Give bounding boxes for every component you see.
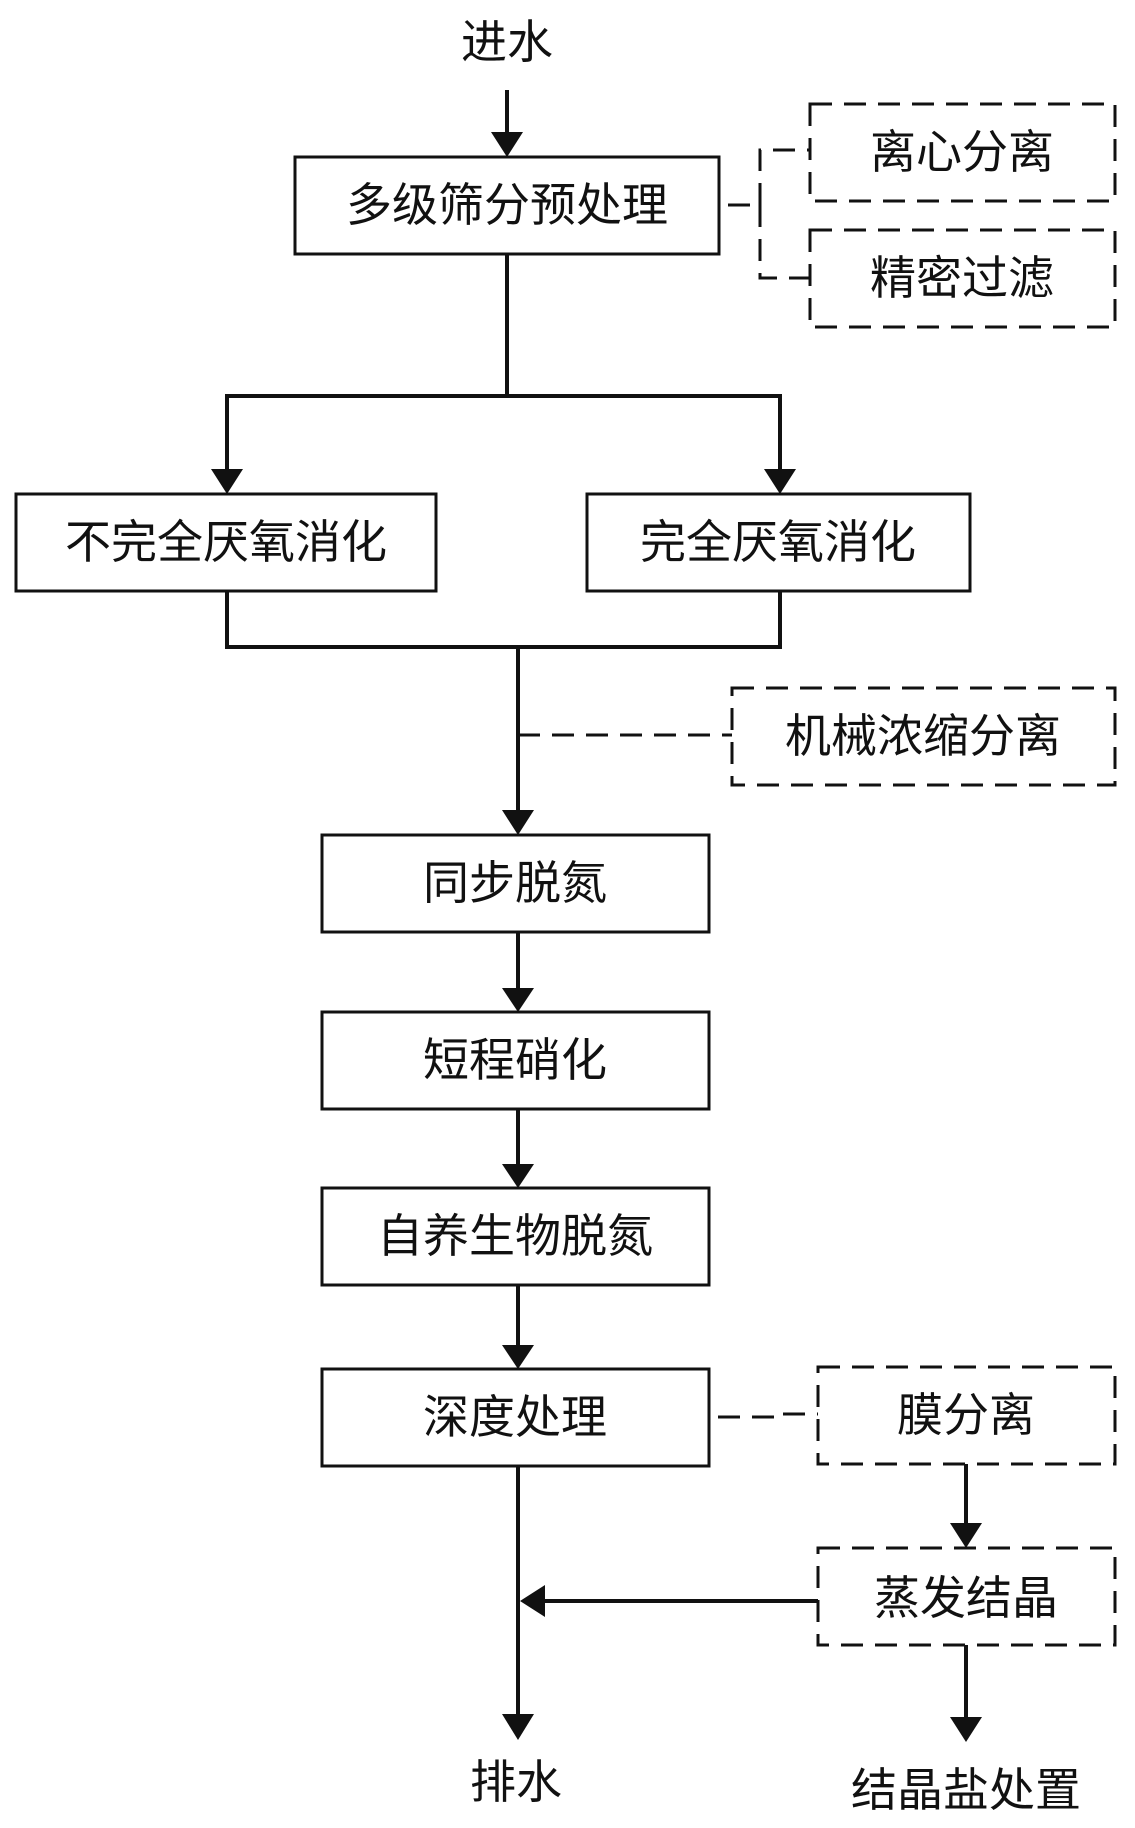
arrowhead-evaporation-to-salt [950,1717,982,1742]
label-complete-digestion: 完全厌氧消化 [640,515,916,569]
label-precision-filtration: 精密过滤 [870,251,1054,305]
box-membrane-separation [816,1365,1117,1466]
box-step-3 [320,1186,711,1287]
box-centrifugal-separation [808,102,1117,203]
arrowhead-membrane-to-evaporation [950,1523,982,1548]
label-incomplete-digestion: 不完全厌氧消化 [65,515,387,569]
label-step-2: 短程硝化 [423,1033,607,1087]
label-step-4: 深度处理 [423,1390,607,1444]
label-outlet: 排水 [470,1755,562,1809]
box-step-1 [320,833,711,934]
arrowhead-to-complete [764,469,796,494]
label-membrane-separation: 膜分离 [897,1388,1035,1442]
label-salt-disposal: 结晶盐处置 [851,1763,1081,1817]
connector-pretreatment-options [728,148,810,280]
label-evaporation-crystallization: 蒸发结晶 [874,1571,1058,1625]
arrowhead-inlet [491,132,523,157]
box-mechanical-separation [730,686,1117,787]
arrowhead-to-denitrification [502,810,534,835]
arrowhead-evaporation-to-outlet-line [520,1585,545,1617]
label-pretreatment: 多级筛分预处理 [346,178,668,232]
label-inlet: 进水 [461,15,553,69]
label-centrifugal-separation: 离心分离 [870,125,1054,179]
arrowhead-step-3-4 [502,1345,534,1369]
arrowhead-step-2-3 [502,1164,534,1188]
box-step-4 [320,1367,711,1468]
connector-membrane [718,1412,818,1419]
arrowhead-outlet [502,1714,534,1740]
arrowhead-to-incomplete [211,469,243,494]
label-mechanical-separation: 机械浓缩分离 [785,709,1061,763]
label-step-1: 同步脱氮 [423,856,607,910]
arrowhead-step-1-2 [502,988,534,1012]
label-step-3: 自养生物脱氮 [377,1209,653,1263]
box-step-2 [320,1010,711,1111]
box-evaporation-crystallization [816,1546,1117,1647]
